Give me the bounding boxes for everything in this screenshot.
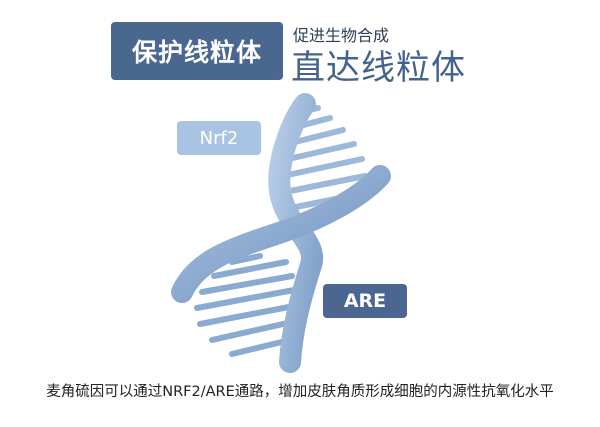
are-label: ARE <box>343 290 387 312</box>
subtitle-small: 促进生物合成 <box>293 26 390 45</box>
nrf2-badge: Nrf2 <box>177 121 261 155</box>
title-badge: 保护线粒体 <box>111 22 283 80</box>
caption: 麦角硫因可以通过NRF2/ARE通路，增加皮肤角质形成细胞的内源性抗氧化水平 <box>46 384 554 400</box>
are-badge: ARE <box>323 284 407 318</box>
helix-rungs-lower <box>194 253 297 357</box>
subtitle-large: 直达线粒体 <box>291 48 466 88</box>
helix-strand-back <box>171 165 391 303</box>
title-badge-text: 保护线粒体 <box>131 38 262 67</box>
nrf2-label: Nrf2 <box>199 127 239 149</box>
